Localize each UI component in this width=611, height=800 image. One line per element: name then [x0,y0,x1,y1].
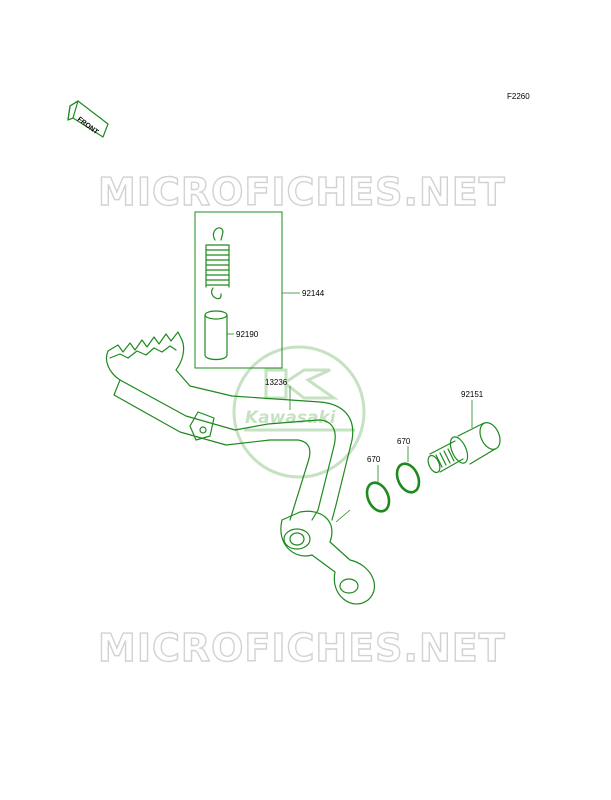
o-ring-right [395,462,421,494]
kawasaki-logo: Kawasaki [232,345,366,479]
collar-part [204,310,228,361]
watermark-top: MICROFICHES.NET [98,170,506,214]
part-label-670-right: 670 [397,437,411,446]
front-arrow-icon: FRONT [67,100,109,138]
part-label-92190: 92190 [236,330,259,339]
part-label-13236: 13236 [265,378,288,387]
brake-pedal-part [105,331,376,605]
part-label-92151: 92151 [461,390,484,399]
o-ring-left [365,481,391,513]
pivot-bolt-part [427,422,501,474]
diagram-code: F2260 [507,92,530,101]
spring-part [205,227,230,300]
part-label-92144: 92144 [302,289,325,298]
spring-collar-box [194,211,283,369]
watermark-bottom: MICROFICHES.NET [98,626,506,670]
brand-logo-text: Kawasaki [245,408,337,428]
part-label-670-left: 670 [367,455,381,464]
front-label: FRONT [76,116,100,137]
